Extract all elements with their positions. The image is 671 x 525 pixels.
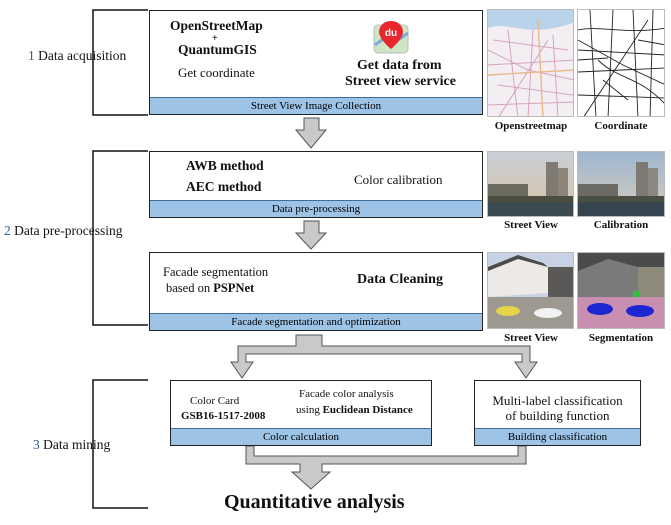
method-aec: AEC method [186, 179, 262, 194]
bracket-data-mining [92, 379, 148, 509]
quantitative-analysis-title: Quantitative analysis [224, 491, 405, 513]
merge-arrow [245, 445, 527, 490]
segmentation-prefix: based on [166, 281, 214, 295]
bar-color-calculation: Color calculation [171, 428, 431, 445]
split-arrow [230, 334, 538, 379]
stage-text-3: Data mining [43, 437, 111, 452]
image-calibration [577, 151, 665, 217]
data-cleaning: Data Cleaning [357, 272, 443, 287]
euclidean-line: using Euclidean Distance [296, 404, 413, 416]
stage-text-2: Data pre-processing [14, 223, 123, 238]
classification-line-1: Multi-label classification [492, 393, 623, 408]
segmentation-line-2: based on PSPNet [166, 281, 254, 296]
box-color-calculation: Color Card GSB16-1517-2008 Facade color … [170, 380, 432, 446]
destination-line-1: Get data from [357, 58, 442, 73]
box-facade-segmentation: Facade segmentation based on PSPNet Data… [149, 252, 483, 331]
classification-line-2: of building function [505, 408, 610, 423]
stage-label-1: 1 Data acquisition [28, 48, 126, 64]
method-awb: AWB method [186, 158, 264, 173]
color-card-code: GSB16-1517-2008 [181, 410, 266, 422]
caption-segmentation: Segmentation [588, 332, 654, 344]
image-openstreetmap [487, 9, 574, 117]
stage-label-3: 3 Data mining [33, 437, 110, 453]
stage-number-1: 1 [28, 48, 35, 63]
caption-street-view-2: Street View [504, 332, 558, 344]
stage-number-3: 3 [33, 437, 40, 452]
bracket-data-preprocessing [92, 150, 148, 326]
down-arrow-1 [294, 117, 328, 149]
bar-street-view-collection: Street View Image Collection [150, 97, 482, 114]
baidu-map-logo-icon: du [372, 19, 410, 55]
stage-number-2: 2 [4, 223, 11, 238]
source-osm: OpenStreetMap [170, 18, 263, 33]
bar-facade-segmentation: Facade segmentation and optimization [150, 313, 482, 330]
image-coordinate [577, 9, 665, 117]
box-building-classification: Multi-label classification of building f… [474, 380, 641, 446]
box-street-view-collection: OpenStreetMap + QuantumGIS Get coordinat… [149, 10, 483, 115]
destination-line-2: Street view service [345, 74, 456, 89]
stage-label-2: 2 Data pre-processing [4, 223, 122, 239]
segmentation-model: PSPNet [213, 281, 255, 295]
caption-street-view-1: Street View [504, 219, 558, 231]
image-segmentation [577, 252, 665, 329]
facade-color-analysis: Facade color analysis [299, 388, 394, 400]
euclidean-distance: Euclidean Distance [322, 404, 413, 416]
caption-calibration: Calibration [593, 219, 649, 231]
source-plus: + [212, 33, 218, 44]
image-street-view-1 [487, 151, 574, 217]
image-street-view-2 [487, 252, 574, 329]
color-card-label: Color Card [190, 395, 240, 407]
euclidean-prefix: using [296, 404, 323, 416]
caption-openstreetmap: Openstreetmap [494, 120, 568, 132]
color-calibration: Color calibration [354, 172, 443, 187]
caption-coordinate: Coordinate [594, 120, 648, 132]
stage-text-1: Data acquisition [38, 48, 127, 63]
bar-building-classification: Building classification [475, 428, 640, 445]
bracket-data-acquisition [92, 9, 148, 116]
box-data-preprocessing: AWB method AEC method Color calibration … [149, 151, 483, 218]
segmentation-line-1: Facade segmentation [163, 265, 269, 279]
down-arrow-2 [294, 220, 328, 250]
logo-text: du [385, 28, 397, 39]
source-coordinate: Get coordinate [178, 65, 255, 80]
source-qgis: QuantumGIS [178, 42, 257, 57]
bar-data-preprocessing: Data pre-processing [150, 200, 482, 217]
